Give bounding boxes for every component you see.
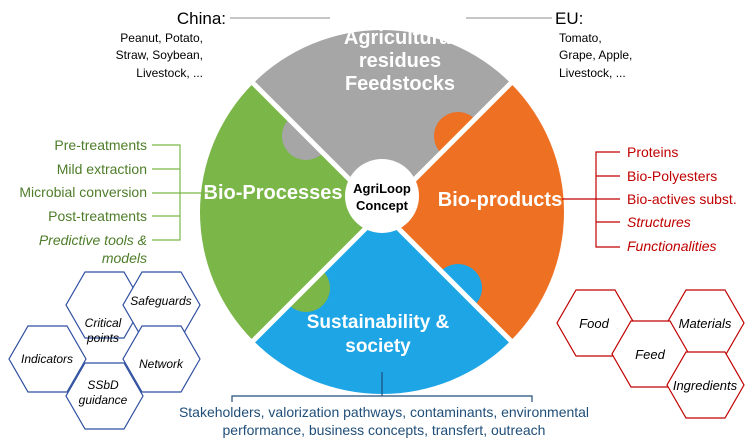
hex-ssbd-guidance	[65, 362, 144, 430]
process-item-predictive-1: Predictive tools &	[39, 232, 147, 248]
product-item-biopolyesters: Bio-Polyesters	[627, 168, 717, 184]
china-line-2: Straw, Soybean,	[116, 48, 203, 62]
processes-list: Pre-treatments Mild extraction Microbial…	[19, 137, 210, 266]
process-item-1: Pre-treatments	[54, 137, 147, 153]
bio-processes-label: Bio-Processes	[204, 182, 343, 204]
product-item-bioactives: Bio-actives subst.	[627, 191, 737, 207]
society-text-2: performance, business concepts, transfer…	[223, 422, 546, 438]
hex-critical-label-1: Critical	[85, 316, 122, 330]
hex-feed-label: Feed	[635, 347, 665, 362]
hex-critical-points	[65, 271, 144, 339]
processes-bracket	[152, 144, 210, 241]
hex-network	[122, 325, 201, 393]
sustainability-label-1: Sustainability &	[307, 312, 450, 333]
hex-ingredients	[666, 351, 745, 419]
society-annotation: Stakeholders, valorization pathways, con…	[179, 372, 589, 438]
process-item-predictive-2: models	[102, 250, 147, 266]
hex-materials-label: Materials	[679, 316, 732, 331]
process-item-2: Mild extraction	[57, 161, 147, 177]
hex-safeguards-label: Safeguards	[130, 294, 191, 308]
hex-food-label: Food	[579, 316, 609, 331]
hex-network-label: Network	[139, 357, 184, 371]
products-list: Proteins Bio-Polyesters Bio-actives subs…	[562, 144, 737, 254]
center-hub	[345, 159, 419, 233]
eu-line-2: Grape, Apple,	[559, 48, 632, 62]
society-bracket	[231, 372, 533, 402]
feedstocks-label-1: Agricultural	[344, 27, 456, 49]
products-bracket	[562, 151, 620, 248]
red-hex-cluster: Food Materials Feed Ingredients	[556, 289, 745, 419]
hex-indicators-label: Indicators	[21, 352, 73, 366]
society-text-1: Stakeholders, valorization pathways, con…	[179, 404, 589, 420]
blue-hex-cluster: Safeguards Critical points Indicators Ne…	[8, 271, 201, 430]
product-item-functionalities: Functionalities	[627, 238, 717, 254]
china-line-3: Livestock, ...	[136, 66, 203, 80]
product-item-proteins: Proteins	[627, 144, 678, 160]
product-item-structures: Structures	[627, 214, 691, 230]
eu-line-3: Livestock, ...	[559, 66, 626, 80]
puzzle-ring	[200, 30, 564, 394]
center-label-1: AgriLoop	[353, 181, 411, 196]
process-item-4: Post-treatments	[48, 208, 147, 224]
china-line-1: Peanut, Potato,	[120, 31, 203, 45]
sustainability-label-2: society	[345, 336, 411, 357]
hex-ingredients-label: Ingredients	[673, 378, 738, 393]
process-item-3: Microbial conversion	[19, 184, 147, 200]
hex-ssbd-label-1: SSbD	[87, 378, 119, 392]
eu-line-1: Tomato,	[559, 31, 602, 45]
hex-indicators	[8, 325, 87, 393]
hex-critical-label-2: points	[86, 331, 119, 345]
china-title: China:	[177, 9, 226, 28]
feedstocks-label-2: residues	[359, 50, 441, 72]
china-annotation: China: Peanut, Potato, Straw, Soybean, L…	[116, 9, 330, 80]
bio-products-label: Bio-products	[438, 189, 562, 211]
feedstocks-label-3: Feedstocks	[345, 73, 455, 95]
eu-title: EU:	[555, 9, 583, 28]
center-label-2: Concept	[356, 198, 409, 213]
eu-annotation: EU: Tomato, Grape, Apple, Livestock, ...	[466, 9, 632, 80]
hex-ssbd-label-2: guidance	[79, 393, 128, 407]
